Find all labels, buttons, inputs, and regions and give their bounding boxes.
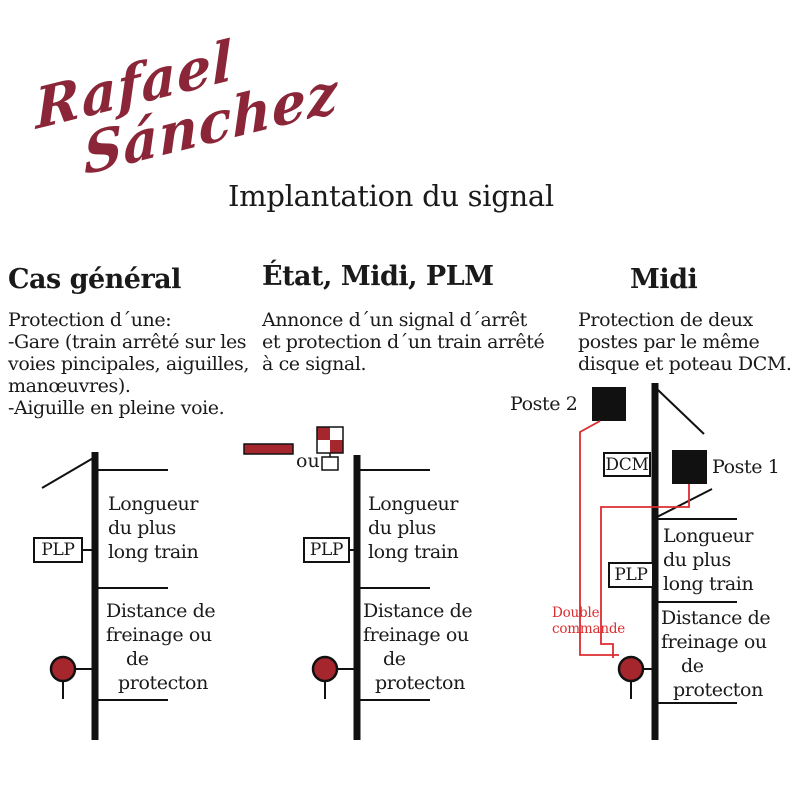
text-line: voies pincipales, aiguilles, [8, 353, 249, 375]
text-line: -Gare (train arrêté sur les [8, 331, 247, 353]
text-line: Annonce d´un signal d´arrêt [262, 309, 527, 331]
checker-base-box [321, 456, 339, 471]
text-line: Longueur [368, 493, 459, 515]
text-line: -Aiguille en pleine voie. [8, 397, 225, 419]
checker-cell [317, 440, 330, 453]
text-line: Distance de [661, 607, 771, 629]
command-wire-poste1 [600, 484, 690, 658]
checker-cell [330, 427, 343, 440]
poste2-box-icon [592, 387, 626, 421]
text-line: commande [552, 621, 626, 637]
page-title: Implantation du signal [228, 179, 554, 213]
text-line: Double [552, 605, 600, 621]
plp-label: PLP [309, 540, 344, 560]
plp-label: PLP [614, 565, 648, 585]
text-line: de [681, 655, 704, 677]
heading-midi: Midi [630, 264, 698, 295]
poste1-box-icon [672, 450, 707, 484]
distance-label: Distance de freinage ou de protecton [661, 606, 771, 702]
text-line: protecton [375, 672, 465, 694]
switch-diagonal-icon [656, 488, 713, 518]
text-line: du plus [368, 517, 436, 539]
text-line: protecton [673, 679, 763, 701]
double-commande-label: Double commande [552, 605, 625, 637]
diagram-midi [579, 383, 737, 740]
command-wire-poste2 [579, 420, 619, 656]
text-line: de [383, 648, 406, 670]
longueur-label: Longueur du plus long train [368, 492, 459, 564]
description-etat-midi-plm: Annonce d´un signal d´arrêt et protectio… [262, 309, 545, 375]
description-midi: Protection de deux postes par le même di… [578, 309, 792, 375]
plp-label: PLP [41, 540, 75, 560]
longueur-label: Longueur du plus long train [663, 524, 754, 596]
poste2-label: Poste 2 [510, 393, 578, 415]
text-line: freinage ou [106, 624, 212, 646]
disc-signal-icon [617, 655, 645, 683]
text-line: du plus [663, 549, 731, 571]
text-line: disque et poteau DCM. [578, 353, 792, 375]
text-line: Distance de [106, 600, 216, 622]
text-line: freinage ou [363, 624, 469, 646]
heading-etat-midi-plm: État, Midi, PLM [262, 261, 494, 292]
poste1-label: Poste 1 [712, 456, 780, 478]
ou-label: ou [296, 450, 320, 472]
dcm-box: DCM [603, 452, 651, 477]
branch-diagonal-icon [657, 389, 705, 435]
disc-signal-icon [311, 655, 339, 683]
distance-label: Distance de freinage ou de protecton [363, 599, 473, 695]
text-line: Longueur [108, 493, 199, 515]
heading-cas-general: Cas général [8, 264, 181, 295]
text-line: Protection d´une: [8, 309, 172, 331]
disc-signal-icon [49, 655, 77, 683]
semaphore-bar-icon [243, 443, 294, 455]
text-line: Protection de deux [578, 309, 753, 331]
switch-diagonal-icon [41, 456, 96, 489]
plp-box: PLP [608, 562, 654, 588]
checker-cell [330, 440, 343, 453]
text-line: postes par le même [578, 331, 760, 353]
text-line: de [126, 648, 149, 670]
text-line: protecton [118, 672, 208, 694]
distance-label: Distance de freinage ou de protecton [106, 599, 216, 695]
text-line: du plus [108, 517, 176, 539]
plp-box: PLP [303, 537, 350, 563]
checker-signal-icon [316, 426, 344, 471]
text-line: à ce signal. [262, 353, 367, 375]
text-line: long train [108, 541, 199, 563]
text-line: Distance de [363, 600, 473, 622]
description-cas-general: Protection d´une: -Gare (train arrêté su… [8, 309, 249, 419]
text-line: freinage ou [661, 631, 767, 653]
text-line: et protection d´un train arrêté [262, 331, 545, 353]
text-line: long train [663, 573, 754, 595]
checker-cell [317, 427, 330, 440]
plp-box: PLP [33, 537, 83, 563]
dcm-label: DCM [605, 454, 649, 475]
text-line: long train [368, 541, 459, 563]
diagram-etat-midi-plm [243, 426, 430, 740]
longueur-label: Longueur du plus long train [108, 492, 199, 564]
text-line: manœuvres). [8, 375, 131, 397]
diagram-cas-general [41, 452, 168, 740]
text-line: Longueur [663, 525, 754, 547]
